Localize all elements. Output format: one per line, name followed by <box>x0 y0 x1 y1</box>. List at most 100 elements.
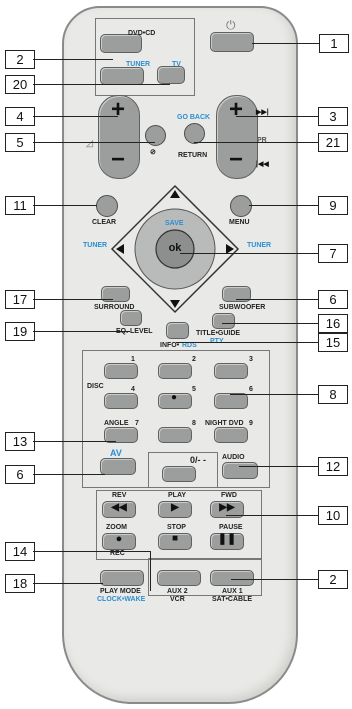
rew-label: REV <box>112 492 127 499</box>
callout-8: 8 <box>318 385 348 404</box>
sat-cable-label: SAT•CABLE <box>212 596 253 603</box>
leader-4 <box>33 116 118 117</box>
zero-panel <box>148 452 218 488</box>
callout-14: 14 <box>5 542 35 561</box>
callout-20: 20 <box>5 75 35 94</box>
audio-button[interactable] <box>222 462 258 479</box>
navigation-pad[interactable] <box>110 184 240 314</box>
leader-2 <box>33 59 113 60</box>
program-rocker[interactable] <box>216 95 258 179</box>
leader-14-tail <box>111 551 150 552</box>
info-rds-button[interactable] <box>166 322 189 339</box>
tv-button[interactable] <box>157 66 185 84</box>
digit-5-button[interactable] <box>158 393 192 409</box>
surround-label: SURROUND <box>94 304 135 311</box>
audio-label: AUDIO <box>222 454 245 461</box>
callout-12: 12 <box>318 457 348 476</box>
pause-button[interactable] <box>210 533 244 550</box>
av-button[interactable] <box>100 458 136 475</box>
transport-panel <box>96 490 262 560</box>
rds-label: RDS <box>182 342 197 349</box>
leader-18 <box>33 583 103 584</box>
digit-3-label: 3 <box>249 356 253 363</box>
leader-15 <box>176 342 318 343</box>
leader-3 <box>236 116 318 117</box>
play-icon: ▶ <box>171 502 179 513</box>
next-track-icon: ▶▶| <box>256 109 269 116</box>
aux1-button[interactable] <box>210 570 254 586</box>
digit-6-button[interactable] <box>214 393 248 409</box>
pause-label: PAUSE <box>219 524 243 531</box>
digit-9-label: 9 <box>249 420 253 427</box>
volume-ramp-icon: ◿ <box>86 138 93 148</box>
tuner-button[interactable] <box>100 67 144 85</box>
digit-3-button[interactable] <box>214 363 248 379</box>
callout-4: 4 <box>5 107 35 126</box>
digit-2-button[interactable] <box>158 363 192 379</box>
return-label: RETURN <box>178 152 208 159</box>
leader-5 <box>33 142 155 143</box>
rewind-button[interactable] <box>102 501 136 518</box>
play-mode-button[interactable] <box>100 570 144 586</box>
digit-9-button[interactable] <box>214 427 248 443</box>
volume-down-icon: − <box>110 146 125 173</box>
callout-2b: 2 <box>318 570 348 589</box>
dvd-cd-label: DVD•CD <box>128 30 156 37</box>
mute-button[interactable] <box>145 125 166 146</box>
title-guide-button[interactable] <box>212 313 235 329</box>
volume-up-icon: + <box>110 96 125 123</box>
stop-icon: ■ <box>171 533 179 544</box>
digit-2-label: 2 <box>192 356 196 363</box>
callout-13: 13 <box>5 432 35 451</box>
callout-16: 16 <box>318 314 348 333</box>
aux2-button[interactable] <box>157 570 201 586</box>
callout-10: 10 <box>318 506 348 525</box>
dvd-cd-button[interactable] <box>100 34 142 53</box>
callout-2: 2 <box>5 50 35 69</box>
tuner-top-label: TUNER <box>126 61 151 68</box>
digit-1-button[interactable] <box>104 363 138 379</box>
fast-forward-button[interactable] <box>210 501 244 518</box>
rec-label: REC <box>110 550 125 557</box>
digit-4-button[interactable] <box>104 393 138 409</box>
leader-14 <box>33 551 111 552</box>
volume-rocker[interactable] <box>98 95 140 179</box>
rewind-icon: ◀◀ <box>111 502 127 513</box>
zero-button[interactable] <box>162 466 196 482</box>
tuner-left-label: TUNER <box>83 242 108 249</box>
surround-button[interactable] <box>101 286 130 302</box>
digit-7-label: 7 <box>135 420 139 427</box>
return-button[interactable] <box>184 123 205 144</box>
play-button[interactable] <box>158 501 192 518</box>
stop-button[interactable] <box>158 533 192 550</box>
program-up-icon: + <box>228 96 243 123</box>
callout-15: 15 <box>318 333 348 352</box>
zoom-record-button[interactable] <box>102 533 136 550</box>
leader-19 <box>33 331 130 332</box>
ok-button[interactable]: ok <box>168 242 182 254</box>
leader-6b <box>33 474 105 475</box>
title-guide-label: TITLE•GUIDE <box>196 330 241 337</box>
menu-button[interactable] <box>230 195 252 217</box>
leader-8 <box>230 394 318 395</box>
record-icon: ● <box>115 533 123 545</box>
zero-label: 0/- - <box>190 455 207 465</box>
callout-11: 11 <box>5 196 35 215</box>
digit-6-label: 6 <box>249 386 253 393</box>
clear-button[interactable] <box>96 195 118 217</box>
leader-16 <box>222 323 318 324</box>
leader-13 <box>33 441 116 442</box>
subwoofer-button[interactable] <box>222 286 251 302</box>
callout-6: 6 <box>318 290 348 309</box>
prev-track-icon: |◀◀ <box>256 161 269 168</box>
digit-7-button[interactable] <box>104 427 138 443</box>
leader-21 <box>194 142 318 143</box>
eq-level-button[interactable] <box>120 310 142 326</box>
callout-19: 19 <box>5 322 35 341</box>
source-panel <box>95 18 195 96</box>
tv-label: TV <box>172 61 181 68</box>
callout-9: 9 <box>318 196 348 215</box>
digit-8-button[interactable] <box>158 427 192 443</box>
power-button[interactable] <box>210 32 254 52</box>
leader-14-drop <box>150 551 151 591</box>
